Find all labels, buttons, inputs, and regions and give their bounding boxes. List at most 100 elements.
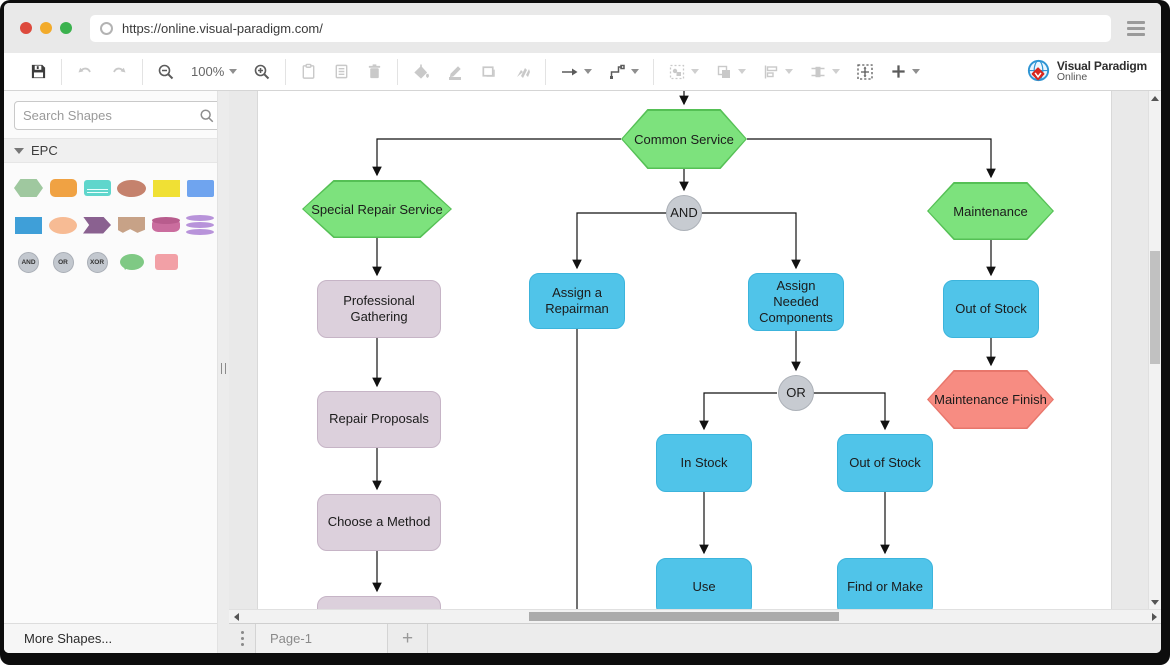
panel-resize-handle[interactable] [221,363,226,374]
scroll-up-arrow[interactable] [1149,91,1161,105]
zoom-level-dropdown[interactable]: 100% [191,64,238,79]
chevron-down-icon [691,69,700,74]
fit-to-selection-button[interactable] [856,63,874,81]
distribute-shapes-icon [811,66,825,77]
scroll-right-arrow[interactable] [1147,610,1161,623]
palette-shape-tan-document[interactable] [117,214,146,236]
align-dropdown[interactable] [762,63,794,81]
node-find-or-make[interactable]: Find or Make [837,558,933,609]
fill-color-button[interactable] [412,63,430,81]
delete-button[interactable] [366,63,383,80]
browser-menu-icon[interactable] [1127,20,1145,36]
palette-shape-blue-rect[interactable] [14,214,43,236]
line-color-button[interactable] [446,63,464,81]
format-painter-button[interactable] [513,63,531,81]
zoom-window-button[interactable] [60,22,72,34]
section-header-epc[interactable]: EPC [4,138,217,163]
address-bar[interactable]: https://online.visual-paradigm.com/ [90,14,1111,42]
palette-shape-and-connector[interactable]: AND [14,251,43,273]
palette-shape-green-hexagon[interactable] [14,177,43,199]
node-partial-bottom[interactable] [317,596,441,609]
scroll-left-arrow[interactable] [229,610,243,623]
node-maintenance[interactable]: Maintenance [927,182,1054,240]
vertical-scrollbar[interactable] [1148,91,1161,609]
node-common-service[interactable]: Common Service [621,109,747,169]
node-label: Find or Make [847,578,923,594]
zoom-in-button[interactable] [253,63,271,81]
node-assign-needed-components[interactable]: Assign Needed Components [748,273,844,331]
palette-shape-or-connector[interactable]: OR [49,251,77,273]
palette-shape-pink-callout[interactable] [152,251,180,273]
node-in-stock[interactable]: In Stock [656,434,752,492]
url-text: https://online.visual-paradigm.com/ [122,20,323,36]
node-assign-a-repairman[interactable]: Assign a Repairman [529,273,625,329]
palette-shape-brown-ellipse[interactable] [117,177,146,199]
node-maintenance-finish[interactable]: Maintenance Finish [927,370,1054,429]
node-out-of-stock-right[interactable]: Out of Stock [943,280,1039,338]
node-label: Out of Stock [849,454,921,470]
paste-button[interactable] [300,63,317,80]
order-dropdown[interactable] [715,63,747,81]
horizontal-scrollbar[interactable] [229,609,1161,623]
add-page-button[interactable]: + [388,624,428,653]
diagram-canvas[interactable]: Common Service Special Repair Service Ma… [229,91,1148,609]
brush-icon [517,67,531,78]
palette-shape-xor-connector[interactable]: XOR [83,251,111,273]
shape-style-button[interactable] [480,63,497,80]
node-or-gate[interactable]: OR [778,375,814,411]
node-special-repair-service[interactable]: Special Repair Service [302,180,452,238]
node-label: Out of Stock [955,300,1027,316]
palette-shape-green-speech-bubble[interactable] [117,251,146,273]
zoom-out-button[interactable] [157,63,175,81]
distribute-dropdown[interactable] [809,63,841,81]
more-shapes-button[interactable]: More Shapes... [4,623,217,653]
palette-shape-peach-ellipse[interactable] [49,214,77,236]
visual-paradigm-logo: Visual Paradigm Online [1025,58,1149,85]
insert-shape-dropdown[interactable] [890,63,921,80]
save-button[interactable] [30,63,47,80]
page-list-icon[interactable] [229,624,256,653]
chevron-down-icon [584,69,593,74]
square-outline-icon [482,66,495,77]
palette-shape-light-blue-rect[interactable] [186,177,214,199]
node-and-gate[interactable]: AND [666,195,702,231]
node-label: AND [670,204,698,220]
arrow-style-dropdown[interactable] [560,64,593,80]
logo-title: Visual Paradigm [1056,58,1147,73]
palette-shape-yellow-rect[interactable] [152,177,180,199]
reload-icon[interactable] [100,21,113,35]
group-dropdown[interactable] [668,63,700,81]
node-professional-gathering[interactable]: Professional Gathering [317,280,441,338]
or-connector-label: OR [52,251,74,273]
redo-button[interactable] [110,63,128,81]
palette-shape-magenta-cylinder[interactable] [152,214,180,236]
palette-shape-teal-multi-document[interactable] [83,177,111,199]
paint-bucket-icon [414,64,430,79]
node-label: Repair Proposals [329,411,429,427]
minimize-window-button[interactable] [40,22,52,34]
horizontal-scrollbar-thumb[interactable] [529,612,839,621]
scroll-down-arrow[interactable] [1149,595,1161,609]
palette-shape-purple-disks[interactable] [186,214,214,236]
redo-icon [113,67,126,72]
properties-button[interactable] [333,63,350,80]
layers-icon [718,65,731,78]
search-input[interactable] [23,108,199,123]
node-repair-proposals[interactable]: Repair Proposals [317,391,441,448]
chevron-down-icon [738,69,747,74]
node-choose-a-method[interactable]: Choose a Method [317,494,441,551]
section-label: EPC [31,143,58,158]
palette-shape-purple-chevron[interactable] [83,214,111,236]
save-icon [31,64,46,79]
panel-divider [217,91,229,653]
palette-shape-orange-rounded-rect[interactable] [49,177,77,199]
zoom-out-icon [158,64,174,79]
node-out-of-stock-center[interactable]: Out of Stock [837,434,933,492]
undo-button[interactable] [76,63,94,81]
connector-style-dropdown[interactable] [608,63,640,81]
close-window-button[interactable] [20,22,32,34]
vertical-scrollbar-thumb[interactable] [1150,251,1160,364]
tab-page-1[interactable]: Page-1 [256,624,388,653]
node-use[interactable]: Use [656,558,752,609]
